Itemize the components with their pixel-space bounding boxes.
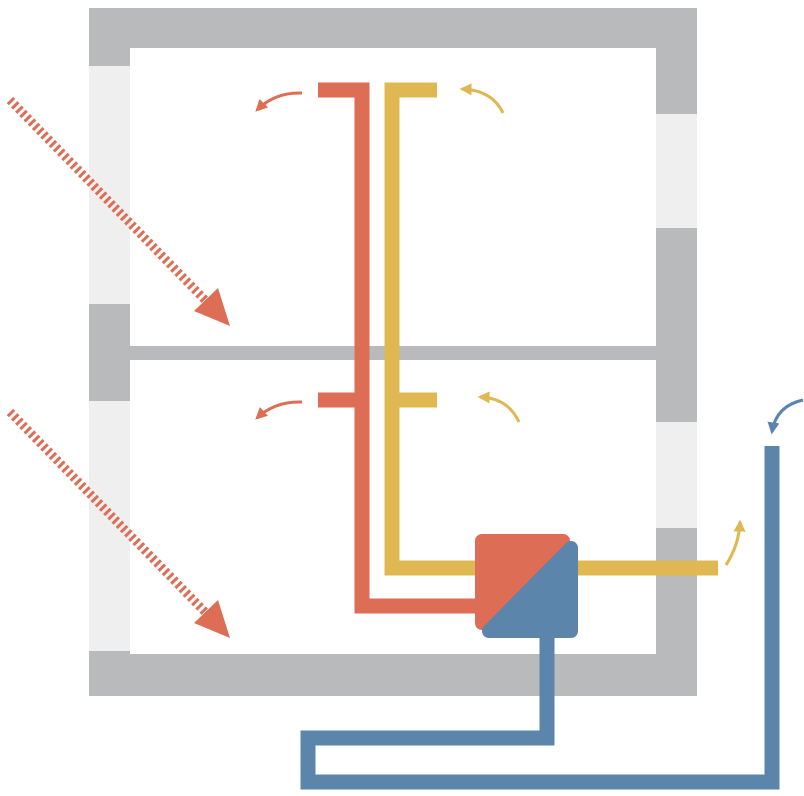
extract-duct xyxy=(255,82,482,614)
right-window-upper xyxy=(656,114,697,228)
supply-arrow-icon-lower xyxy=(477,391,521,423)
sun-ray-upper xyxy=(6,96,209,304)
supply-duct xyxy=(384,82,746,576)
left-window-lower xyxy=(89,401,130,651)
heat-exchanger-warm-half xyxy=(475,534,570,630)
sun-radiation-arrows xyxy=(6,96,230,638)
yellow-duct-main xyxy=(384,82,482,576)
supply-arrow-icon-upper xyxy=(459,83,505,114)
sun-ray-lower-arrowhead xyxy=(194,600,230,638)
outdoor-intake-duct xyxy=(300,398,804,790)
ground-slab xyxy=(89,654,697,696)
roof-wall xyxy=(89,8,697,48)
building xyxy=(89,8,697,696)
heat-recovery-unit xyxy=(475,534,578,638)
outside-exhaust-arrow-icon xyxy=(724,519,746,566)
extract-arrow-icon-upper xyxy=(255,91,303,112)
extract-arrow-icon-lower xyxy=(255,400,303,420)
blue-duct-path xyxy=(300,446,780,790)
red-duct-main xyxy=(318,82,482,614)
sun-ray-lower xyxy=(6,408,209,616)
sun-ray-upper-arrowhead xyxy=(194,288,230,326)
heat-exchanger-cool-half xyxy=(482,541,578,638)
right-window-lower xyxy=(656,422,697,528)
intake-arrow-icon xyxy=(767,398,804,435)
